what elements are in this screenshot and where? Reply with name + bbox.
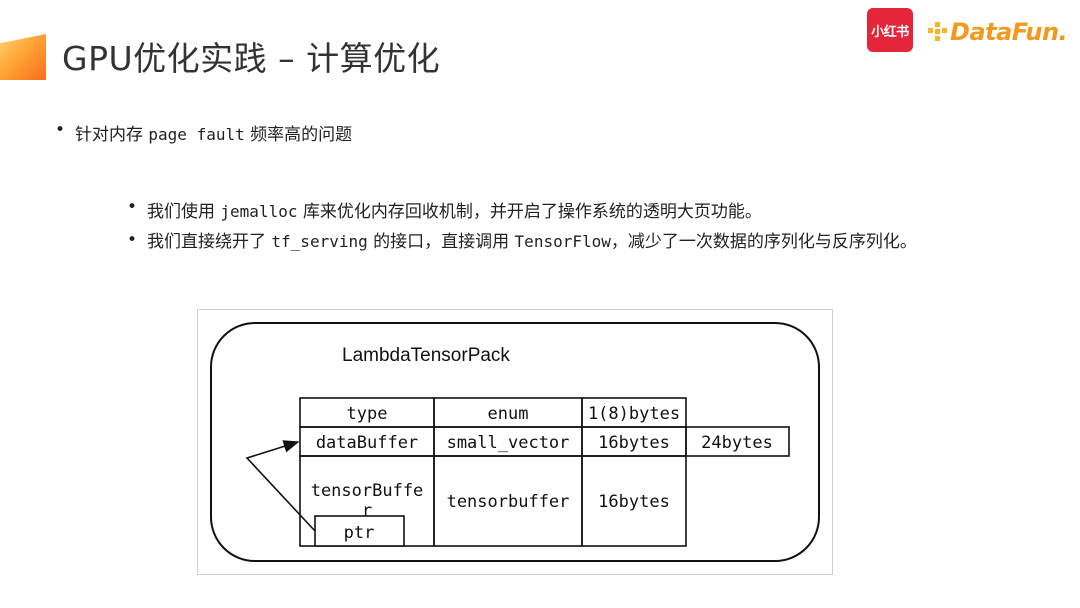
bullet-jemalloc: • 我们使用 jemalloc 库来优化内存回收机制，并开启了操作系统的透明大页…: [127, 197, 762, 222]
bullet-text-pre: 我们直接绕开了: [147, 232, 272, 252]
datafun-logo-text: DataFun.: [950, 18, 1068, 46]
bullet-dot: •: [127, 230, 138, 250]
xiaohongshu-logo: 小红书: [867, 8, 913, 52]
datafun-dots-icon: [928, 22, 948, 42]
header-enum-text: enum: [488, 404, 529, 424]
bullet-text-post: 库来优化内存回收机制，并开启了操作系统的透明大页功能。: [297, 202, 762, 222]
pointer-arrow: [245, 440, 316, 532]
tensorbuffer-enum-text: tensorbuffer: [447, 492, 570, 512]
bytes16-text-2: 16bytes: [598, 492, 670, 512]
lambda-tensor-pack-diagram: — LambdaTensorPack type: [197, 309, 833, 575]
bullet-text: 我们使用 jemalloc 库来优化内存回收机制，并开启了操作系统的透明大页功能…: [147, 202, 762, 222]
bullet-text-post: 频率高的问题: [244, 125, 353, 145]
pack-table: [299, 397, 790, 547]
title-accent-shape: [0, 34, 46, 80]
header-type-text: type: [347, 404, 388, 424]
diagram-svg: — LambdaTensorPack type: [210, 322, 820, 562]
bullet-text-pre: 我们使用: [147, 202, 221, 222]
cell-16bytes-2: [581, 455, 687, 547]
ptr-text: ptr: [344, 523, 375, 543]
bytes24-text: 24bytes: [701, 433, 773, 453]
bullet-code-2: TensorFlow: [514, 232, 611, 251]
bullet-page-fault: • 针对内存 page fault 频率高的问题: [55, 120, 352, 145]
datafun-logo: DataFun.: [928, 16, 1068, 48]
bullet-dot: •: [55, 120, 66, 140]
tensorbuffer-type-text-wrap: r: [362, 501, 372, 521]
databuffer-text: dataBuffer: [316, 433, 418, 453]
bullet-text-pre: 针对内存: [75, 125, 149, 145]
pack-title: LambdaTensorPack: [342, 345, 510, 366]
bullet-code: jemalloc: [220, 202, 298, 221]
pack-container: [210, 322, 820, 562]
header-bytes-text: 1(8)bytes: [588, 404, 680, 424]
bullet-text-mid: 的接口，直接调用: [367, 232, 515, 252]
bullet-dot: •: [127, 197, 138, 217]
bullet-code: page fault: [148, 125, 245, 144]
bytes16-text-1: 16bytes: [598, 433, 670, 453]
tensorbuffer-type-text: tensorBuffe: [311, 481, 424, 501]
cell-24bytes: [685, 426, 790, 457]
small-vector-text: small_vector: [447, 433, 570, 453]
bullet-tf-serving: • 我们直接绕开了 tf_serving 的接口，直接调用 TensorFlow…: [127, 230, 1007, 254]
slide-title: GPU优化实践 – 计算优化: [62, 39, 441, 78]
bullet-code: tf_serving: [271, 232, 368, 251]
bullet-text: 针对内存 page fault 频率高的问题: [75, 125, 352, 145]
bullet-text-post: ，减少了一次数据的序列化与反序列化。: [610, 232, 917, 252]
bullet-text: 我们直接绕开了 tf_serving 的接口，直接调用 TensorFlow，减…: [147, 230, 1007, 254]
